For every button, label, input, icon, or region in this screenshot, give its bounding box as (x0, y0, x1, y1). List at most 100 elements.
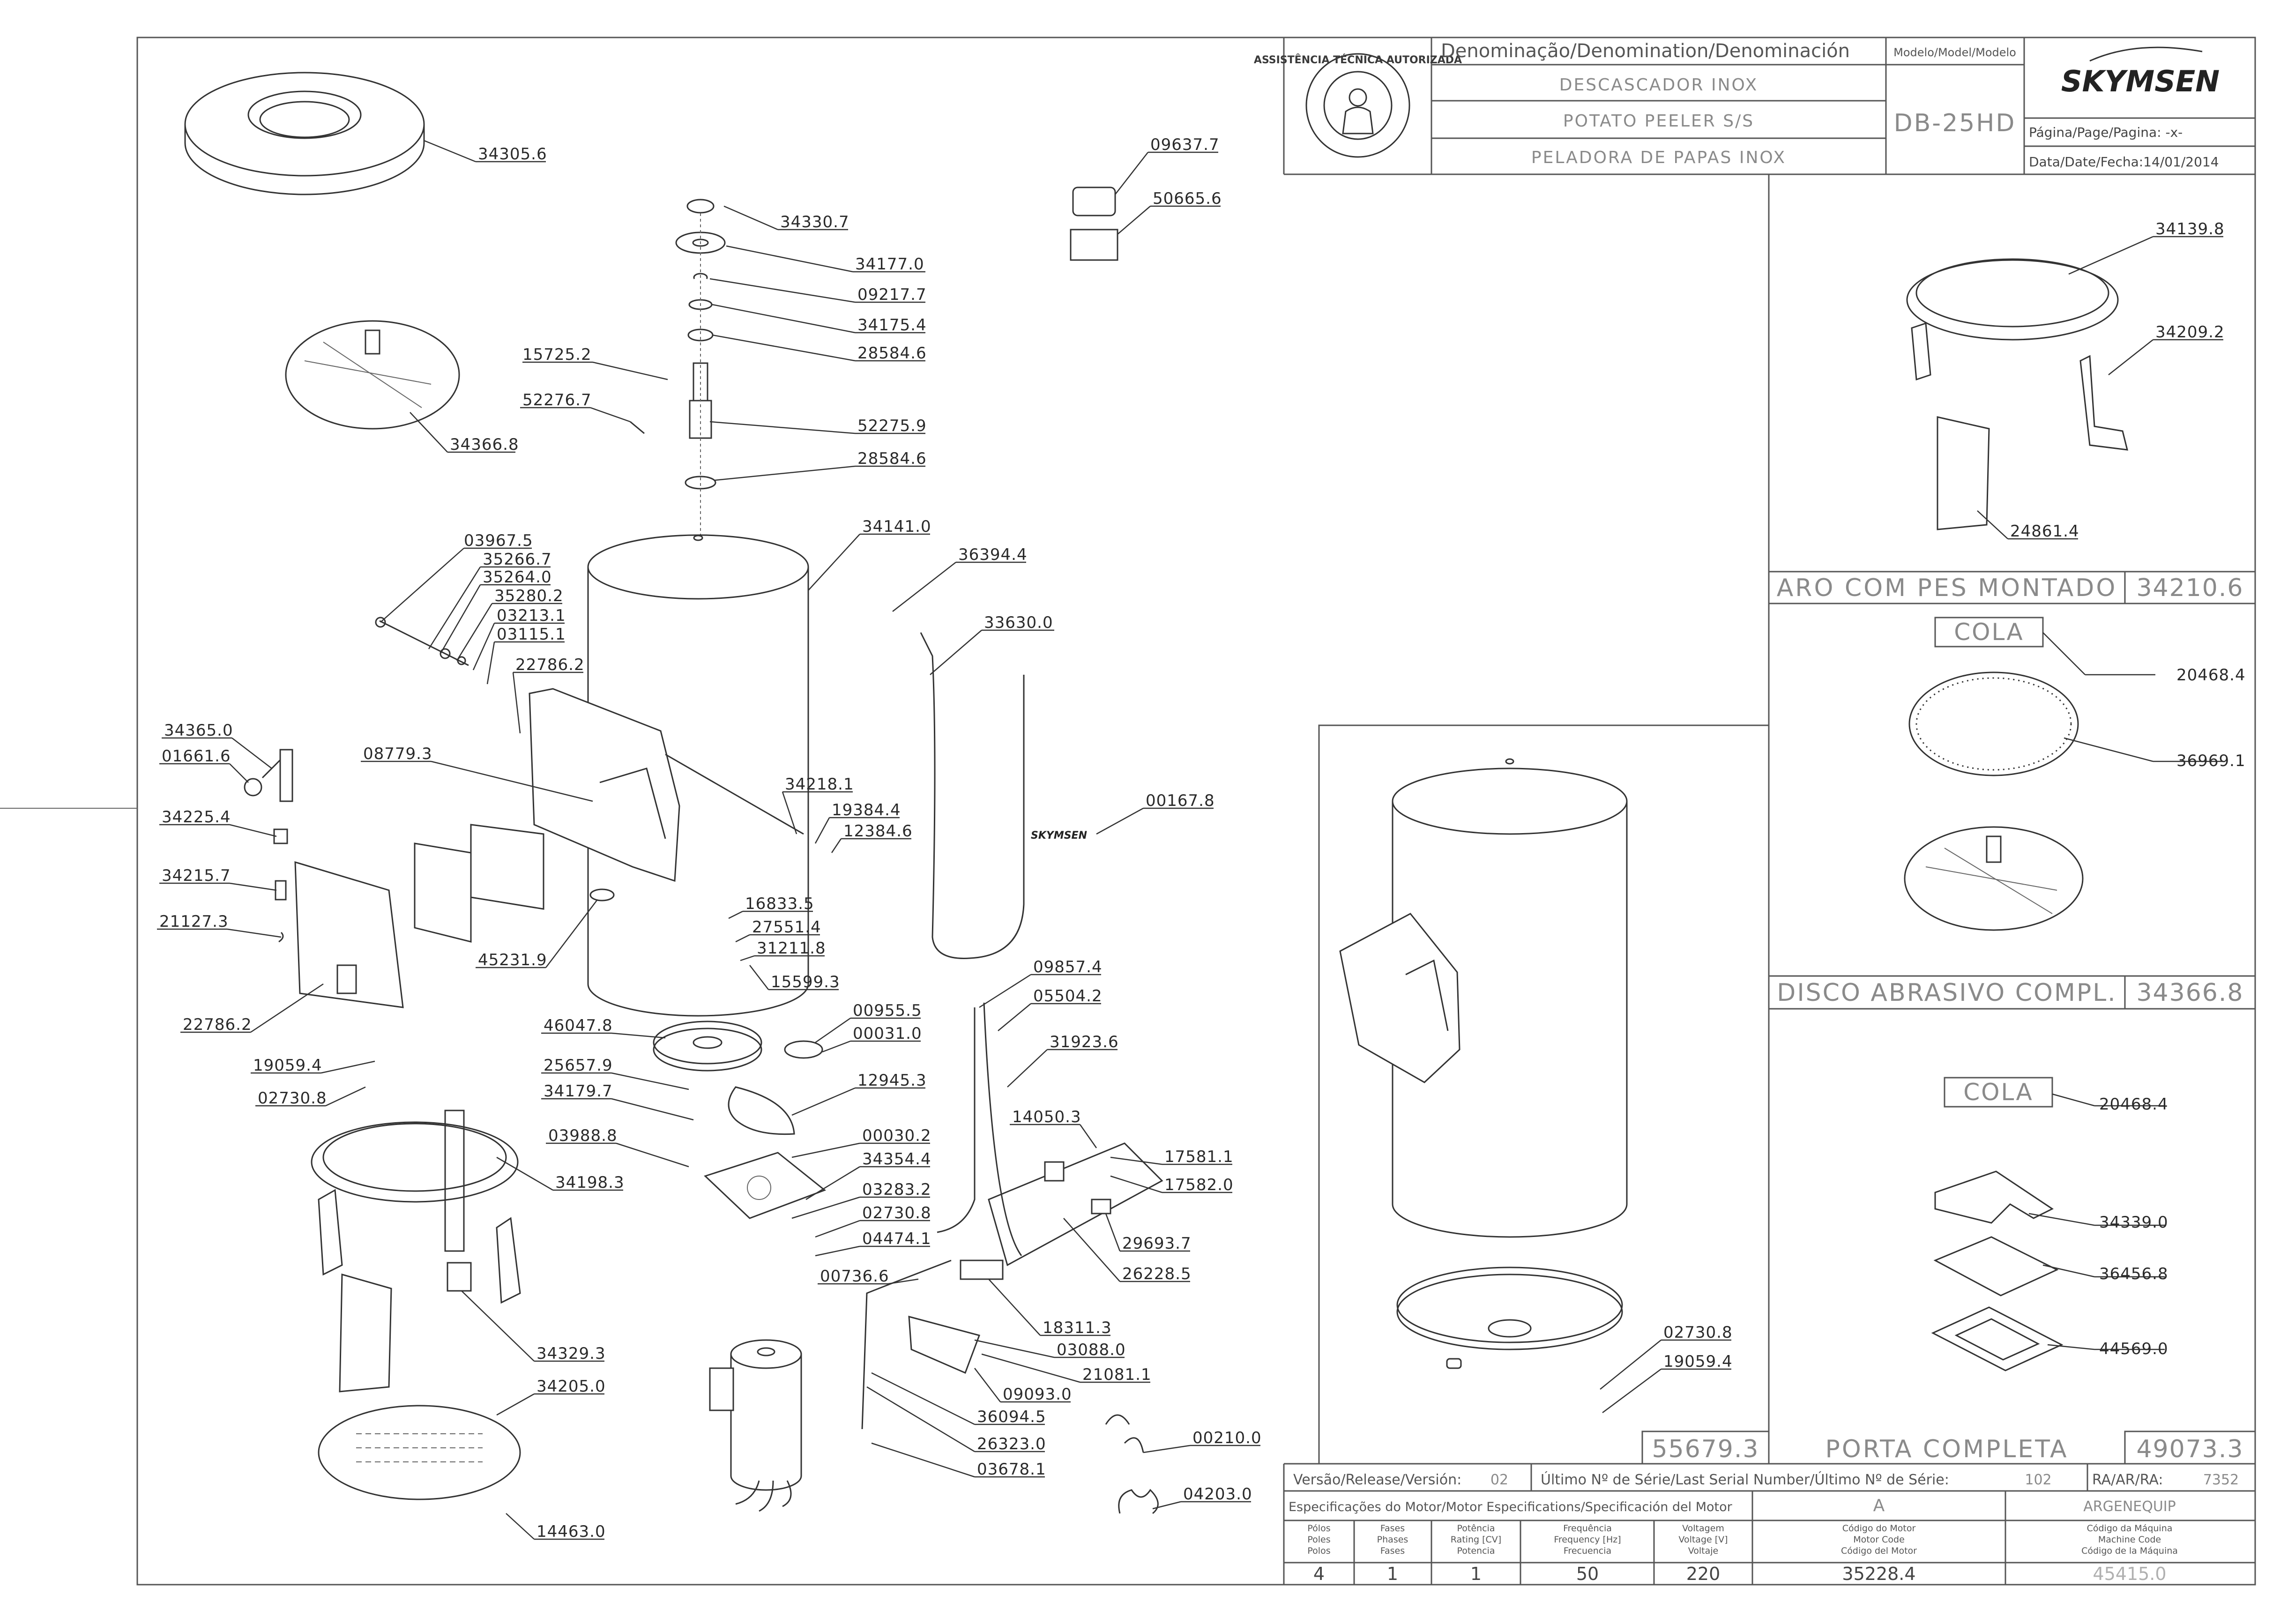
phases-value: 1 (1387, 1564, 1398, 1584)
wiring-harness-drawing (861, 1002, 1163, 1430)
door-bracket-drawing (1934, 1170, 2054, 1224)
col-header: Machine Code (2098, 1535, 2161, 1545)
part-label: 45231.9 (478, 951, 547, 969)
cola-tag (1934, 617, 2044, 648)
part-label: 33630.0 (984, 613, 1053, 632)
serial-value: 102 (2025, 1472, 2051, 1488)
part-label: 50665.6 (1153, 189, 1222, 208)
part-label: 00955.5 (853, 1001, 922, 1020)
sheet-border (136, 37, 2256, 1586)
part-label: 08779.3 (363, 745, 432, 763)
part-label: 18311.3 (1043, 1319, 1112, 1337)
machine-code-value: 45415.0 (2093, 1564, 2166, 1584)
part-label: 34177.0 (855, 255, 924, 274)
part-label: 27551.4 (752, 918, 821, 937)
main-exploded-view: SKYMSEN (184, 72, 1163, 1514)
rating-value: 1 (1470, 1564, 1482, 1584)
col-header: Frequência (1563, 1523, 1612, 1534)
motor-spec-label: Especificações do Motor/Motor Especifica… (1289, 1500, 1733, 1514)
col-header: Código do Motor (1842, 1523, 1916, 1534)
model-value: DB-25HD (1894, 109, 2016, 137)
door-panel: 02730.8 19059.4 55679.3 (1339, 758, 1770, 1465)
seal-text: ASSISTÊNCIA TÉCNICA AUTORIZADA (1254, 54, 1462, 66)
porta-cola-label: COLA (1963, 1079, 2033, 1106)
disc-panel-caption: DISCO ABRASIVO COMPL. (1777, 979, 2116, 1007)
part-label: 36394.4 (958, 545, 1028, 564)
part-label: 03967.5 (464, 531, 533, 550)
sticker-warning-drawing (1070, 229, 1118, 261)
part-label: 21081.1 (1082, 1365, 1152, 1384)
porta-panel-caption: PORTA COMPLETA (1825, 1435, 2068, 1463)
part-label: 14463.0 (536, 1522, 606, 1541)
shaft-stack-drawing (630, 199, 726, 539)
col-header: Pólos (1307, 1523, 1330, 1534)
part-label: 09637.7 (1150, 135, 1220, 154)
part-label: 03115.1 (497, 625, 566, 644)
part-label: 21127.3 (159, 912, 229, 931)
part-label: 12945.3 (857, 1071, 927, 1090)
part-label: 34365.0 (164, 721, 233, 740)
part-label: 14050.3 (1012, 1108, 1081, 1126)
springs-drawing (1105, 1414, 1159, 1514)
col-header: Código de la Máquina (2081, 1546, 2178, 1556)
part-label: 00030.2 (862, 1126, 931, 1145)
col-header: Voltaje (1688, 1546, 1719, 1556)
ra-label: RA/AR/RA: (2092, 1472, 2163, 1488)
title-block: ASSISTÊNCIA TÉCNICA AUTORIZADA Denominaç… (1254, 37, 2255, 174)
col-header: Motor Code (1853, 1535, 1905, 1545)
brand-swoosh-icon (2089, 46, 2203, 62)
leg-drawing (339, 1262, 472, 1393)
bowl-with-door-drawing (1339, 758, 1628, 1369)
part-label: 00736.6 (820, 1267, 889, 1286)
col-header: Código da Máquina (2087, 1523, 2173, 1534)
part-label: 17581.1 (1164, 1147, 1234, 1166)
disc-panel-code: 34366.8 (2136, 979, 2243, 1007)
part-label: 34215.7 (162, 866, 231, 885)
part-label: 46047.8 (544, 1016, 613, 1035)
lid-drawing (184, 72, 425, 195)
part-label: 03088.0 (1057, 1341, 1126, 1359)
door-panel-label: 19059.4 (1663, 1352, 1733, 1371)
part-label: 31923.6 (1050, 1033, 1119, 1051)
col-header: Frecuencia (1564, 1546, 1611, 1556)
part-label: 15599.3 (771, 973, 840, 991)
col-header: Potência (1457, 1523, 1495, 1534)
door-panel-code: 55679.3 (1652, 1435, 1759, 1463)
part-label: 34205.0 (536, 1377, 606, 1396)
version-label: Versão/Release/Versión: (1293, 1472, 1461, 1488)
motor-letter: A (1873, 1496, 1885, 1515)
part-label: 15725.2 (522, 345, 592, 364)
part-label: 00031.0 (853, 1024, 922, 1043)
part-label: 25657.9 (544, 1056, 613, 1075)
part-label: 03283.2 (862, 1180, 931, 1199)
porta-panel-label: 20468.4 (2099, 1095, 2168, 1114)
part-label: 02730.8 (258, 1089, 327, 1108)
latch-parts-drawing (244, 617, 469, 943)
ring-panel-caption: ARO COM PES MONTADO (1777, 574, 2117, 602)
col-header: Phases (1377, 1535, 1408, 1545)
authorized-service-seal: ASSISTÊNCIA TÉCNICA AUTORIZADA (1254, 53, 1462, 158)
pulley-drawing (653, 1021, 823, 1135)
main-part-labels: 34305.6 34330.7 34177.0 09217.7 34175.4 … (157, 135, 1261, 1541)
serial-label: Último Nº de Série/Last Serial Number/Úl… (1541, 1471, 1949, 1488)
part-label: 34175.4 (857, 316, 927, 335)
part-label: 00167.8 (1146, 791, 1215, 810)
page-label: Página/Page/Pagina: -x- (2029, 125, 2183, 140)
part-label: 34330.7 (780, 213, 849, 231)
disc-panel-label: 36969.1 (2176, 752, 2246, 770)
disc-base-drawing (1904, 826, 2084, 931)
motor-plate-drawing (704, 1152, 826, 1219)
part-label: 28584.6 (857, 344, 927, 363)
porta-panel-label: 44569.0 (2099, 1340, 2168, 1358)
part-label: 09857.4 (1033, 958, 1103, 976)
col-header: Frequency [Hz] (1554, 1535, 1621, 1545)
part-label: 52276.7 (522, 391, 592, 410)
sticker-blank-drawing (1072, 186, 1116, 216)
brand-logo: SKYMSEN (2061, 64, 2220, 98)
part-label: 02730.8 (862, 1204, 931, 1222)
part-label: 34305.6 (478, 145, 547, 164)
part-label: 28584.6 (857, 449, 927, 468)
col-header: Potencia (1457, 1546, 1495, 1556)
disc-panel: COLA 20468.4 36969.1 DISCO ABRASIVO COMP… (1769, 617, 2255, 1009)
